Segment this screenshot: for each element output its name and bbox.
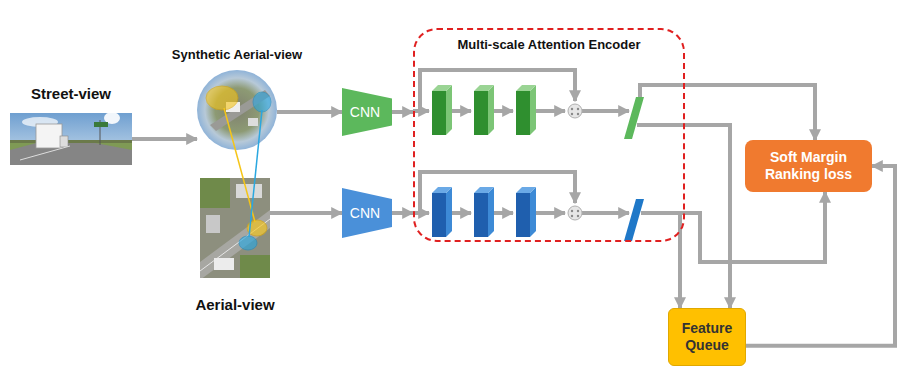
image-heading: Aerial-view xyxy=(195,296,274,314)
cnn-trapezoid: CNN xyxy=(342,88,392,136)
encoder-green-branch xyxy=(413,70,686,125)
street-view-photo xyxy=(10,112,132,165)
synthetic-aerial-image: Synthetic Aerial-view xyxy=(197,70,277,150)
flow-arrow xyxy=(132,137,197,141)
flow-arrow xyxy=(678,242,682,308)
queue-box: Feature Queue xyxy=(668,308,746,366)
image-heading: Street-view xyxy=(31,85,111,103)
flow-arrow xyxy=(746,166,895,346)
synthetic-aerial-photo xyxy=(197,70,277,150)
street-view-image: Street-view xyxy=(10,113,132,165)
box-label: CNN xyxy=(350,104,380,120)
box-label: Feature Queue xyxy=(675,320,739,354)
flow-arrow xyxy=(277,110,342,114)
image-heading: Synthetic Aerial-view xyxy=(172,46,302,64)
encoder-green-blocks xyxy=(432,85,644,139)
flow-arrow xyxy=(392,211,413,215)
loss-box: Soft Margin Ranking loss xyxy=(745,140,872,192)
flow-arrow xyxy=(392,110,413,114)
encoder-region: Multi-scale Attention Encoder xyxy=(413,28,685,242)
box-label: CNN xyxy=(350,205,380,221)
group-heading: Multi-scale Attention Encoder xyxy=(415,30,683,52)
aerial-photo xyxy=(200,108,270,280)
cnn-trapezoid: CNN xyxy=(342,188,392,238)
flow-arrow xyxy=(685,85,815,140)
aerial-view-image: Aerial-view xyxy=(200,178,270,278)
box-label: Soft Margin Ranking loss xyxy=(753,149,864,183)
flow-arrow xyxy=(685,192,825,262)
flow-arrow xyxy=(270,211,342,215)
encoder-blue-blocks xyxy=(432,187,644,241)
encoder-blue-branch xyxy=(413,172,686,243)
flow-arrow xyxy=(685,125,730,308)
